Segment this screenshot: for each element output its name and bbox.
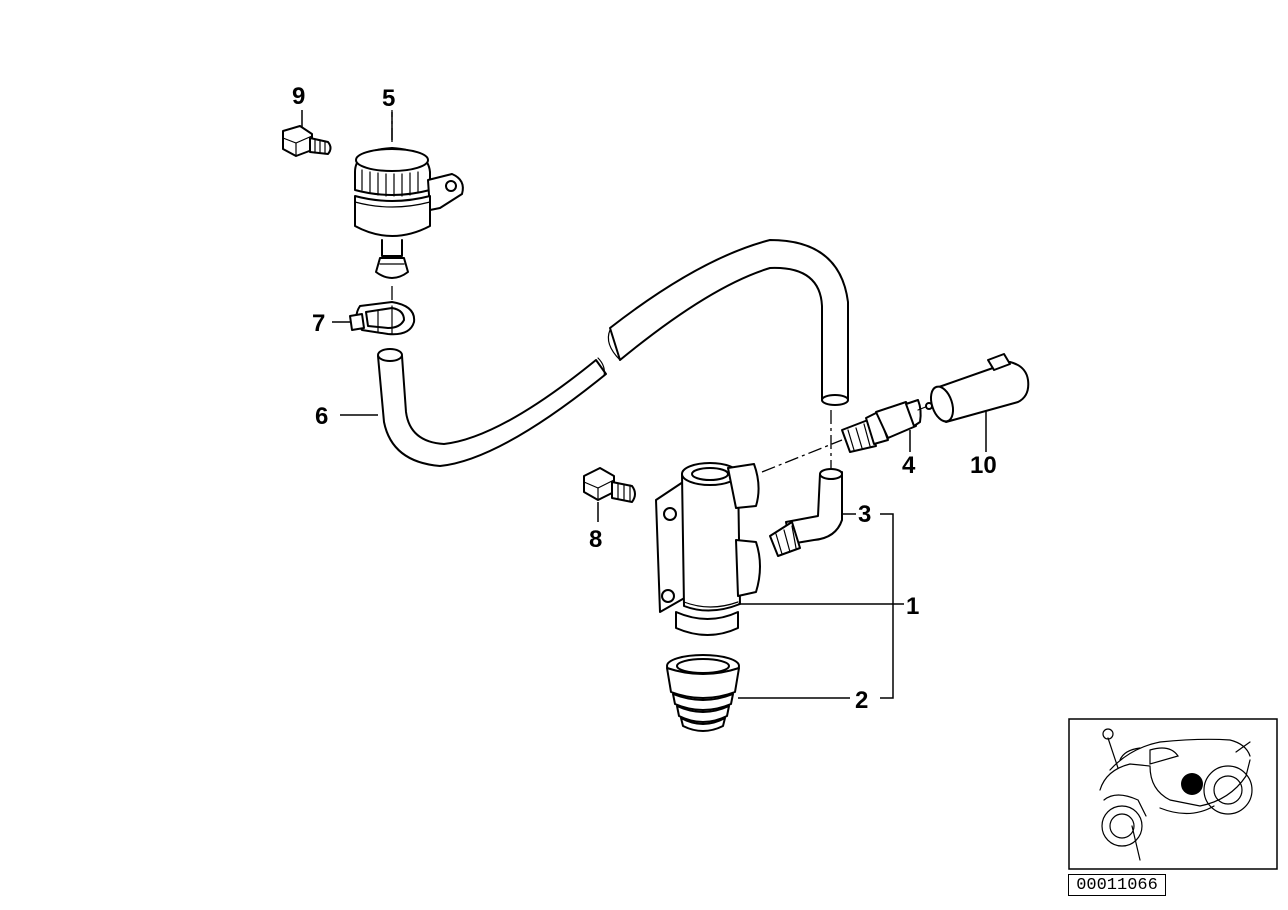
reservoir-part-5[interactable] [354,147,464,279]
diagram-number: 00011066 [1068,874,1166,896]
label-5: 5 [382,85,395,112]
leader-lines [301,110,987,699]
hose-part-6[interactable] [377,239,849,467]
locator-thumbnail [1068,718,1278,870]
master-cylinder-part-1[interactable] [655,462,761,636]
label-1: 1 [906,593,919,620]
label-2: 2 [855,687,868,714]
label-10: 10 [970,452,997,479]
brake-switch-part-4[interactable] [841,399,933,453]
label-3: 3 [858,501,871,528]
label-8: 8 [589,526,602,553]
motorcycle-icon [1099,728,1253,861]
clamp-part-7[interactable] [349,301,416,336]
label-9: 9 [292,83,305,110]
label-4: 4 [902,452,916,479]
assembly-lines [391,110,843,473]
bolt-part-9[interactable] [282,125,332,157]
label-6: 6 [315,403,328,430]
part-labels: 9 5 7 6 4 10 8 3 1 2 [292,83,997,714]
rubber-boot-part-10[interactable] [927,353,1030,424]
label-7: 7 [312,310,325,337]
bolt-part-8[interactable] [583,467,636,503]
location-marker [1181,773,1203,795]
dust-boot-part-2[interactable] [666,654,740,732]
elbow-fitting-part-3[interactable] [769,468,843,557]
